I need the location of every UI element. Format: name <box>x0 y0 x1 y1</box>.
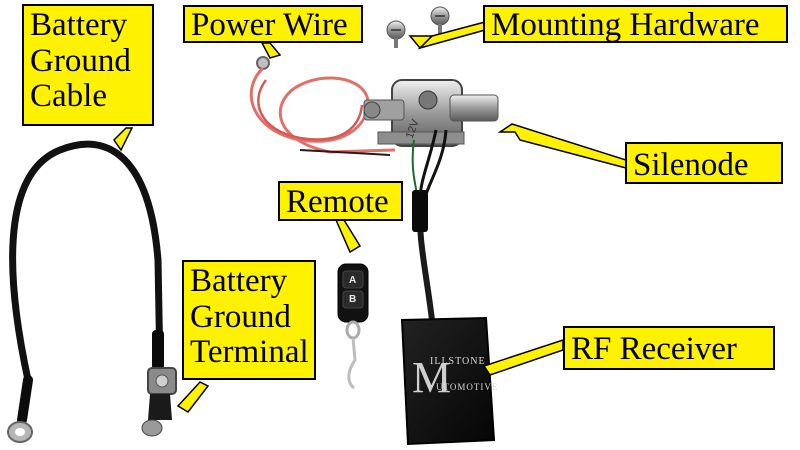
arrow-silenode <box>497 123 627 169</box>
label-remote: Remote <box>278 181 403 221</box>
remote-key-a: A <box>349 275 357 286</box>
mounting-hardware <box>386 6 450 48</box>
label-power-wire: Power Wire <box>183 5 363 43</box>
remote-key-b: B <box>349 294 357 305</box>
label-line: Cable <box>30 78 107 115</box>
receiver-logo-mark: M <box>412 353 452 402</box>
silenode-solenoid <box>363 79 499 321</box>
label-line: Ground <box>30 42 131 79</box>
arrow-mounting <box>417 21 486 50</box>
arrow-remote <box>334 219 362 254</box>
label-line: Battery <box>30 7 128 43</box>
arrow-receiver <box>482 338 564 376</box>
label-rf-receiver: RF Receiver <box>563 326 775 370</box>
label-mounting-hardware: Mounting Hardware <box>483 5 788 43</box>
label-battery-ground-cable: Battery Ground Cable <box>22 4 154 126</box>
battery-ground-cable <box>7 140 164 443</box>
receiver-brand-line1: ILLSTONE <box>430 356 486 367</box>
remote-fob <box>337 263 369 390</box>
label-line: Ground <box>190 298 291 335</box>
label-line: Battery <box>190 263 288 299</box>
arrow-mounting-2 <box>408 35 434 50</box>
label-battery-ground-terminal: Battery Ground Terminal <box>182 260 316 380</box>
arrow-power-wire <box>260 42 282 59</box>
power-wire <box>249 56 396 156</box>
arrow-ground-cable <box>113 127 134 152</box>
arrow-terminal <box>176 381 210 413</box>
callout-arrows <box>113 21 627 413</box>
receiver-brand-line2: UTOMOTIVE <box>436 382 499 392</box>
battery-ground-terminal <box>141 367 177 437</box>
label-silenode: Silenode <box>625 142 783 184</box>
rf-receiver-box <box>400 316 496 446</box>
label-line: Terminal <box>190 334 309 371</box>
